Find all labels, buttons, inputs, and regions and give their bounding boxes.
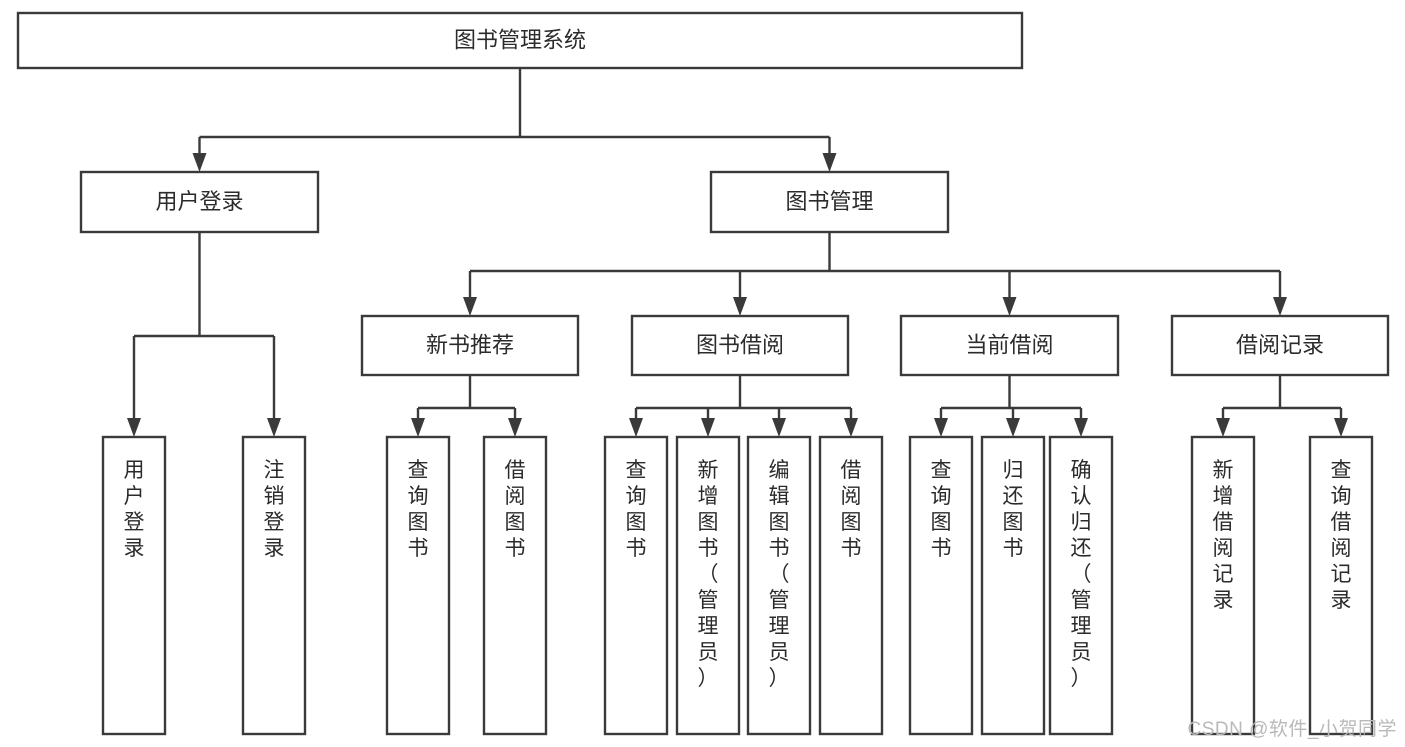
node-leaf-query-record[interactable]: 查询借阅记录 bbox=[1308, 435, 1374, 736]
node-book-manage[interactable]: 图书管理 bbox=[709, 170, 950, 234]
arrow-head-icon bbox=[701, 418, 715, 437]
node-new-book-recommend[interactable]: 新书推荐 bbox=[360, 314, 580, 377]
node-book-borrow[interactable]: 图书借阅 bbox=[630, 314, 850, 377]
node-box[interactable] bbox=[1190, 435, 1256, 736]
arrow-head-icon bbox=[822, 153, 837, 172]
connector-group bbox=[127, 232, 281, 437]
arrow-head-icon bbox=[1273, 297, 1287, 316]
node-label: 当前借阅 bbox=[965, 332, 1053, 357]
node-label: 查询图书 bbox=[408, 459, 429, 560]
node-label: 确认归还（管理员） bbox=[1071, 459, 1092, 690]
node-box[interactable] bbox=[709, 170, 950, 234]
node-box[interactable] bbox=[385, 435, 451, 736]
node-box[interactable] bbox=[746, 435, 812, 736]
node-current-borrow[interactable]: 当前借阅 bbox=[899, 314, 1120, 377]
node-user-login[interactable]: 用户登录 bbox=[79, 170, 320, 234]
connector-group bbox=[1216, 375, 1348, 437]
node-leaf-return-book[interactable]: 归还图书 bbox=[980, 435, 1046, 736]
node-box[interactable] bbox=[360, 314, 580, 377]
node-box[interactable] bbox=[908, 435, 974, 736]
node-borrow-record[interactable]: 借阅记录 bbox=[1170, 314, 1390, 377]
node-box[interactable] bbox=[675, 435, 741, 736]
node-box[interactable] bbox=[16, 11, 1024, 70]
arrow-head-icon bbox=[629, 418, 643, 437]
node-label: 新增借阅记录 bbox=[1213, 459, 1234, 612]
arrow-head-icon bbox=[1074, 418, 1088, 437]
node-leaf-add-book[interactable]: 新增图书（管理员） bbox=[675, 435, 741, 736]
node-leaf-query-book-1[interactable]: 查询图书 bbox=[385, 435, 451, 736]
node-label: 用户登录 bbox=[155, 189, 243, 214]
node-box[interactable] bbox=[241, 435, 307, 736]
node-label: 查询图书 bbox=[626, 459, 647, 560]
node-label: 查询借阅记录 bbox=[1331, 459, 1352, 612]
node-leaf-user-login[interactable]: 用户登录 bbox=[101, 435, 167, 736]
node-label: 借阅记录 bbox=[1236, 332, 1324, 357]
arrow-head-icon bbox=[508, 418, 522, 437]
connector-group bbox=[629, 375, 858, 437]
node-box[interactable] bbox=[1048, 435, 1114, 736]
node-leaf-logout[interactable]: 注销登录 bbox=[241, 435, 307, 736]
arrow-head-icon bbox=[1334, 418, 1348, 437]
arrow-head-icon bbox=[127, 418, 141, 437]
arrow-head-icon bbox=[772, 418, 786, 437]
node-label: 借阅图书 bbox=[841, 459, 862, 560]
node-label: 查询图书 bbox=[931, 459, 952, 560]
node-box[interactable] bbox=[79, 170, 320, 234]
node-leaf-query-book-3[interactable]: 查询图书 bbox=[908, 435, 974, 736]
node-label: 新增图书（管理员） bbox=[698, 459, 719, 690]
node-box[interactable] bbox=[899, 314, 1120, 377]
node-box[interactable] bbox=[818, 435, 884, 736]
node-label: 图书管理系统 bbox=[454, 27, 586, 52]
node-root[interactable]: 图书管理系统 bbox=[16, 11, 1024, 70]
arrow-head-icon bbox=[733, 297, 747, 316]
arrow-head-icon bbox=[1002, 297, 1017, 316]
node-label: 编辑图书（管理员） bbox=[769, 459, 790, 690]
node-leaf-borrow-book-1[interactable]: 借阅图书 bbox=[482, 435, 548, 736]
node-label: 新书推荐 bbox=[426, 332, 514, 357]
node-layer: 图书管理系统用户登录图书管理新书推荐图书借阅当前借阅借阅记录用户登录注销登录查询… bbox=[16, 11, 1390, 736]
node-label: 图书借阅 bbox=[696, 332, 784, 357]
arrow-head-icon bbox=[463, 297, 477, 316]
arrow-head-icon bbox=[267, 418, 281, 437]
arrow-head-icon bbox=[411, 418, 425, 437]
connector-group bbox=[463, 232, 1287, 316]
node-leaf-borrow-book-2[interactable]: 借阅图书 bbox=[818, 435, 884, 736]
connector-group bbox=[192, 68, 837, 172]
node-box[interactable] bbox=[630, 314, 850, 377]
node-box[interactable] bbox=[603, 435, 669, 736]
node-label: 用户登录 bbox=[124, 459, 145, 560]
node-box[interactable] bbox=[101, 435, 167, 736]
node-box[interactable] bbox=[1170, 314, 1390, 377]
node-leaf-add-record[interactable]: 新增借阅记录 bbox=[1190, 435, 1256, 736]
node-box[interactable] bbox=[1308, 435, 1374, 736]
node-leaf-query-book-2[interactable]: 查询图书 bbox=[603, 435, 669, 736]
arrow-head-icon bbox=[844, 418, 858, 437]
arrow-head-icon bbox=[1216, 418, 1230, 437]
node-label: 借阅图书 bbox=[505, 459, 526, 560]
node-leaf-edit-book[interactable]: 编辑图书（管理员） bbox=[746, 435, 812, 736]
node-leaf-confirm-return[interactable]: 确认归还（管理员） bbox=[1048, 435, 1114, 736]
connector-group bbox=[934, 375, 1088, 437]
node-label: 图书管理 bbox=[785, 189, 873, 214]
connector-layer bbox=[127, 68, 1348, 437]
node-box[interactable] bbox=[980, 435, 1046, 736]
node-label: 归还图书 bbox=[1003, 459, 1024, 560]
arrow-head-icon bbox=[934, 418, 948, 437]
node-box[interactable] bbox=[482, 435, 548, 736]
connector-group bbox=[411, 375, 522, 437]
arrow-head-icon bbox=[192, 153, 207, 172]
arrow-head-icon bbox=[1006, 418, 1020, 437]
node-label: 注销登录 bbox=[264, 459, 285, 560]
